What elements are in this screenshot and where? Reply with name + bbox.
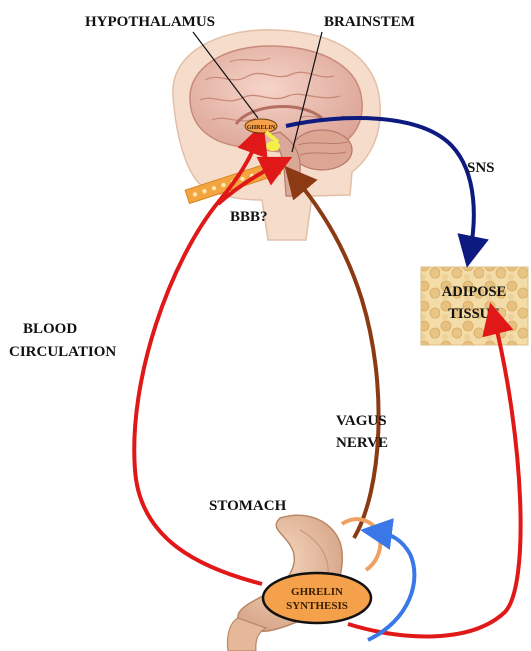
stomach-label: STOMACH	[209, 498, 287, 514]
blood-circulation-arrow	[134, 138, 262, 584]
adipose-label-line1: ADIPOSE	[442, 284, 506, 300]
bbb-label: BBB?	[230, 209, 268, 225]
vagus-nerve-label-line1: VAGUS	[336, 413, 387, 429]
synthesis-label-line2: SYNTHESIS	[286, 600, 348, 612]
vagus-nerve-label-line2: NERVE	[336, 435, 388, 451]
brainstem-label: BRAINSTEM	[324, 14, 415, 30]
ghrelin-brain-label: GHRELIN	[247, 125, 276, 131]
hypothalamus-label: HYPOTHALAMUS	[85, 14, 215, 30]
synthesis-label-line1: GHRELIN	[291, 586, 343, 598]
adipose-label-line2: TISSUE	[448, 306, 500, 322]
adipose-tissue-box: ADIPOSE TISSUE	[421, 267, 528, 345]
sns-label: SNS	[467, 160, 495, 176]
blood-circulation-label-line1: BLOOD	[23, 321, 77, 337]
ghrelin-synthesis-oval: GHRELIN SYNTHESIS	[263, 573, 371, 623]
feedback-arrow	[368, 532, 414, 640]
ghrelin-brain-badge: GHRELIN	[245, 119, 277, 133]
blood-circulation-label-line2: CIRCULATION	[9, 344, 116, 360]
